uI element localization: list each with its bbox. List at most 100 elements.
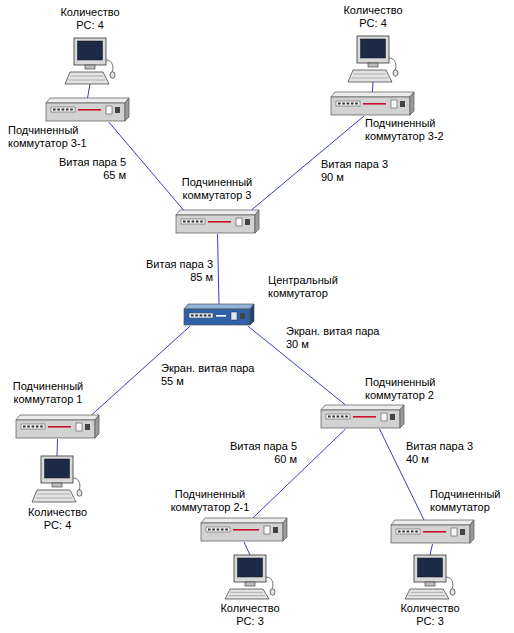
cable-label: Витая пара 3 85 м (140, 258, 214, 284)
switch-node: Подчиненный коммутатор 2 (320, 405, 405, 429)
keyboard-keys (229, 592, 265, 595)
switch-button (106, 106, 112, 114)
switch-button (76, 423, 82, 431)
pc-count-label: Количество PC: 3 (210, 602, 290, 628)
switch-node: Подчиненный коммутатор 1 (15, 415, 100, 439)
switch-side (95, 415, 99, 438)
switch-label: Подчиненный коммутатор 2-1 (160, 488, 260, 514)
pc-node: Количество PC: 4 (32, 456, 82, 502)
switch-ports (396, 529, 420, 534)
cable-label: Экран. витая пара 55 м (160, 362, 267, 388)
switch-ports (206, 527, 230, 532)
pc-icon (65, 38, 115, 84)
switch-icon (320, 405, 405, 429)
switch-stripe (423, 531, 446, 533)
switch-jack (273, 527, 278, 533)
switch-jack (240, 313, 245, 319)
mouse-cord (106, 60, 113, 72)
switch-front (391, 525, 470, 543)
switch-stripe (233, 529, 259, 531)
cable-label: Экран. витая пара 30 м (285, 325, 392, 351)
switch-side (255, 210, 259, 233)
switch-ports (189, 313, 213, 318)
switch-top (201, 518, 287, 523)
switch-ports (51, 107, 75, 112)
switch-top (176, 210, 259, 215)
pc-icon (348, 36, 398, 82)
mouse-cord (446, 577, 453, 589)
keyboard (65, 72, 109, 84)
switch-node: Подчиненный коммутатор 3 (175, 210, 260, 234)
pc-node: Количество PC: 3 (405, 555, 455, 599)
switch-icon (390, 520, 475, 544)
switch-stripe (216, 315, 226, 317)
switch-side (470, 520, 474, 543)
monitor-stand (85, 65, 95, 69)
switch-side (125, 98, 129, 121)
mouse-cord (73, 478, 80, 490)
monitor-case (414, 555, 446, 582)
switch-jack (390, 414, 395, 420)
monitor-screen (418, 558, 443, 577)
switch-stripe (363, 103, 386, 105)
keyboard-keys (352, 74, 388, 78)
switch-button (451, 528, 457, 536)
monitor-stand (425, 582, 435, 586)
switch-side (410, 92, 414, 115)
cable-line (244, 542, 250, 555)
switch-button (264, 526, 270, 534)
switch-ports (181, 219, 205, 224)
switch-label: Подчиненный коммутатор 3-1 (8, 124, 108, 150)
switch-stripe (78, 109, 101, 111)
switch-icon (183, 304, 255, 326)
monitor-stand (368, 63, 378, 67)
monitor-stand (52, 483, 62, 487)
keyboard-keys (409, 592, 445, 595)
pc-node: Количество PC: 4 (65, 38, 115, 84)
switch-ports (336, 101, 360, 106)
switch-front (46, 103, 125, 121)
switch-node: Центральный коммутатор (183, 304, 255, 326)
switch-label: Подчиненный коммутатор 3-2 (365, 117, 465, 143)
switch-front (201, 523, 283, 541)
switch-node: Подчиненный коммутатор 2-1 (200, 518, 288, 542)
pc-count-label: Количество PC: 4 (333, 4, 413, 30)
switch-jack (85, 424, 90, 430)
switch-icon (15, 415, 100, 439)
pc-icon (32, 456, 82, 502)
monitor-case (234, 555, 266, 582)
switch-button (231, 312, 237, 320)
cable-line (57, 439, 59, 456)
switch-jack (245, 219, 250, 225)
monitor-screen (45, 459, 70, 478)
switch-label: Подчиненный коммутатор 3 (177, 176, 257, 202)
switch-icon (200, 518, 288, 542)
monitor-case (357, 36, 389, 63)
cable-label: Витая пара 5 65 м (55, 156, 127, 182)
cable-label: Витая пара 3 40 м (405, 440, 477, 466)
switch-stripe (208, 221, 231, 223)
switch-front (331, 97, 410, 115)
switch-node: Подчиненный коммутатор (390, 520, 475, 544)
switch-side (400, 405, 404, 428)
switch-label: Подчиненный коммутатор 1 (8, 380, 88, 406)
switch-front (16, 420, 95, 438)
switch-jack (115, 107, 120, 113)
pc-node: Количество PC: 3 (225, 555, 275, 599)
pc-icon (225, 555, 275, 599)
switch-top (46, 98, 129, 103)
monitor-case (41, 456, 73, 483)
switch-button (236, 218, 242, 226)
pc-count-label: Количество PC: 4 (50, 6, 130, 32)
mouse (450, 589, 455, 595)
keyboard-keys (69, 76, 105, 80)
monitor-screen (238, 558, 263, 577)
switch-label: Центральный коммутатор (268, 274, 348, 300)
switch-top (391, 520, 474, 525)
switch-button (391, 100, 397, 108)
switch-top (321, 405, 404, 410)
mouse-cord (266, 577, 273, 589)
monitor-case (74, 38, 106, 65)
keyboard-keys (36, 494, 72, 498)
